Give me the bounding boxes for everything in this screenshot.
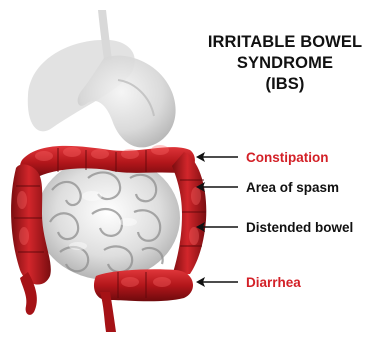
title-line-1: IRRITABLE BOWEL <box>190 32 379 53</box>
callout-label-distended-bowel: Distended bowel <box>246 220 353 235</box>
left-arrow-icon <box>194 180 240 194</box>
callout-diarrhea: Diarrhea <box>194 272 301 292</box>
title-line-3: (IBS) <box>190 74 379 95</box>
left-arrow-icon <box>194 275 240 289</box>
left-arrow-icon <box>194 220 240 234</box>
title-line-2: SYNDROME <box>190 53 379 74</box>
callout-distended-bowel: Distended bowel <box>194 217 353 237</box>
callout-constipation: Constipation <box>194 147 329 167</box>
callout-label-area-of-spasm: Area of spasm <box>246 180 339 195</box>
callout-area-of-spasm: Area of spasm <box>194 177 339 197</box>
figure-title: IRRITABLE BOWEL SYNDROME (IBS) <box>190 32 379 95</box>
callout-label-diarrhea: Diarrhea <box>246 275 301 290</box>
left-arrow-icon <box>194 150 240 164</box>
callout-label-constipation: Constipation <box>246 150 329 165</box>
small-intestine <box>36 156 180 280</box>
